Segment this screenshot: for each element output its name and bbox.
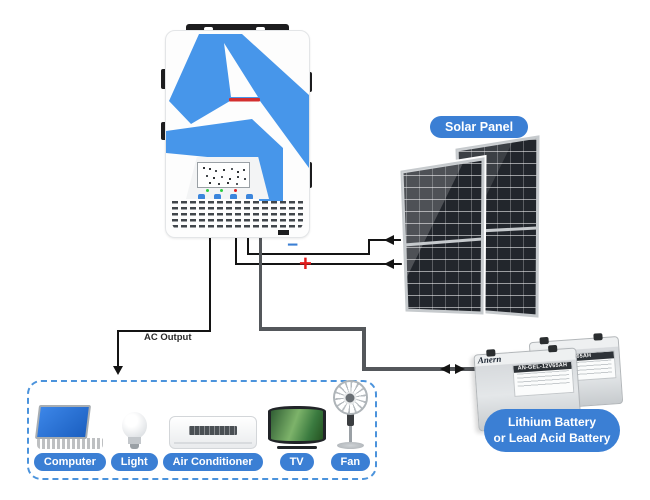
lcd-screen xyxy=(197,162,250,188)
status-led-green-icon xyxy=(206,189,209,192)
panel-button-icon xyxy=(246,194,253,199)
inverter xyxy=(161,24,312,238)
battery-wire-horizontal-1 xyxy=(259,327,365,331)
pv-minus-wire-vertical xyxy=(247,232,249,255)
battery-terminal-icon xyxy=(593,333,603,341)
appliance-label: Air Conditioner xyxy=(162,453,263,471)
appliance-label: Computer xyxy=(33,453,106,471)
status-led-red-icon xyxy=(234,189,237,192)
appliance-fan: Fan xyxy=(330,380,371,478)
status-led-green-icon xyxy=(220,189,223,192)
battery-arrow-left-icon xyxy=(440,364,450,374)
lcd-pixels-icon xyxy=(203,167,205,169)
brand-logo-a-icon xyxy=(166,34,309,203)
pv-minus-arrow-icon xyxy=(384,235,394,245)
ac-wire-vertical-2 xyxy=(117,330,119,368)
battery-callout-line2: or Lead Acid Battery xyxy=(493,430,611,445)
battery-wire-vertical-1 xyxy=(259,232,262,330)
ac-output-label: AC Output xyxy=(144,332,192,343)
ac-unit-icon xyxy=(168,416,257,449)
bracket-slot-icon xyxy=(204,26,213,31)
pv-minus-wire-step xyxy=(368,239,370,255)
solar-panels xyxy=(398,135,540,318)
battery-callout: Lithium Battery or Lead Acid Battery xyxy=(484,409,620,453)
solar-panel-callout: Solar Panel xyxy=(430,116,529,138)
panel-button-icon xyxy=(198,194,205,199)
mount-tab-icon xyxy=(161,69,168,89)
appliance-light: Light xyxy=(110,412,158,478)
panel-button-icon xyxy=(214,194,221,199)
control-panel xyxy=(186,157,269,199)
appliance-tv: TV xyxy=(267,406,326,478)
appliance-label: TV xyxy=(279,453,314,471)
battery-terminal-icon xyxy=(547,344,558,353)
pv-minus-wire-horizontal-1 xyxy=(247,253,370,255)
ac-wire-horizontal xyxy=(117,330,211,332)
pv-plus-wire-vertical xyxy=(235,232,237,264)
battery-callout-line1: Lithium Battery xyxy=(507,415,596,429)
bulb-icon xyxy=(121,412,147,449)
inverter-body xyxy=(165,30,310,238)
laptop-icon xyxy=(34,405,103,449)
tv-icon xyxy=(267,406,326,449)
battery-terminal-icon xyxy=(539,336,549,345)
battery-label: AN-GEL-12V65AH xyxy=(512,360,575,397)
vent-grille xyxy=(172,201,303,231)
pv-plus-arrow-icon xyxy=(384,259,394,269)
solar-panel-front xyxy=(398,154,487,317)
panel-button-icon xyxy=(230,194,237,199)
mount-bracket xyxy=(186,24,289,33)
appliance-label: Light xyxy=(110,453,158,471)
terminal-stub-icon xyxy=(278,230,289,235)
pv-plus-wire-horizontal xyxy=(235,263,412,265)
battery-terminal-icon xyxy=(486,349,496,357)
appliance-computer: Computer xyxy=(33,405,106,478)
battery-arrow-right-icon xyxy=(455,364,465,374)
load-appliances-box: Computer Light Air Conditioner xyxy=(27,380,377,480)
plus-marker: + xyxy=(299,251,312,276)
bracket-slot-icon xyxy=(256,26,265,31)
ac-arrow-down-icon xyxy=(113,366,123,375)
battery-label-fineprint xyxy=(516,370,570,388)
battery-wire-horizontal-2 xyxy=(362,367,478,371)
battery-wire-vertical-2 xyxy=(362,327,366,370)
mount-tab-icon xyxy=(161,122,168,140)
appliance-label: Fan xyxy=(330,453,371,471)
ac-wire-vertical-1 xyxy=(209,232,211,332)
fan-icon xyxy=(332,380,368,449)
appliance-air-conditioner: Air Conditioner xyxy=(162,416,263,478)
minus-marker: − xyxy=(287,235,299,256)
